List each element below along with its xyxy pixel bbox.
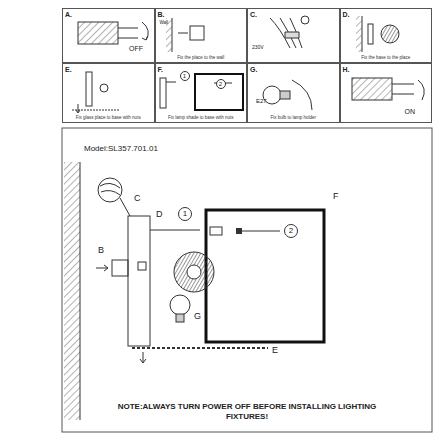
step-letter: D. — [343, 11, 350, 18]
part-letter: E — [272, 346, 278, 355]
callout-number: 2 — [216, 79, 226, 89]
part-letter: D — [156, 210, 163, 219]
callout-number: 2 — [284, 224, 298, 238]
step-panel: B. WallFix the place to the wall — [155, 8, 248, 63]
step-text: ON — [405, 108, 416, 115]
safety-note: NOTE:ALWAYS TURN POWER OFF BEFORE INSTAL… — [72, 402, 422, 423]
step-caption: Fix bulb to lamp holder — [248, 116, 339, 121]
callout-number: 1 — [178, 207, 192, 221]
part-letter: C — [134, 194, 141, 203]
step-letter: C. — [250, 11, 257, 18]
step-panel: E. Fix glass place to base with nuts — [62, 63, 155, 123]
part-letter: B — [98, 246, 104, 255]
step-letter: F. — [158, 66, 163, 73]
step-letter: H. — [343, 66, 350, 73]
step-panel: C. 230V — [247, 8, 340, 63]
step-panel: F. 1 2Fix lamp shade to base with nuts — [155, 63, 248, 123]
step-panel: A. OFF — [62, 8, 155, 63]
step-text: Wall — [160, 21, 169, 26]
step-text: E27 — [256, 98, 267, 104]
step-text: 230V — [252, 45, 264, 50]
model-label: Model:SL357.701.01 — [84, 145, 158, 153]
step-text: OFF — [129, 45, 143, 52]
part-letter: G — [194, 312, 201, 321]
step-caption: Fix the base to the place — [341, 56, 432, 61]
step-panel: D. Fix the base to the place — [340, 8, 433, 63]
step-caption: Fix the place to the wall — [156, 56, 247, 61]
step-letter: A. — [65, 11, 72, 18]
part-letter: F — [333, 192, 339, 201]
step-panel: H. ON — [340, 63, 433, 123]
step-caption: Fix glass place to base with nuts — [63, 116, 154, 121]
step-caption: Fix lamp shade to base with nuts — [156, 116, 247, 121]
step-panel: G. E27Fix bulb to lamp holder — [247, 63, 340, 123]
step-letter: B. — [158, 11, 165, 18]
callout-number: 1 — [180, 71, 190, 81]
step-letter: G. — [250, 66, 257, 73]
step-letter: E. — [65, 66, 72, 73]
